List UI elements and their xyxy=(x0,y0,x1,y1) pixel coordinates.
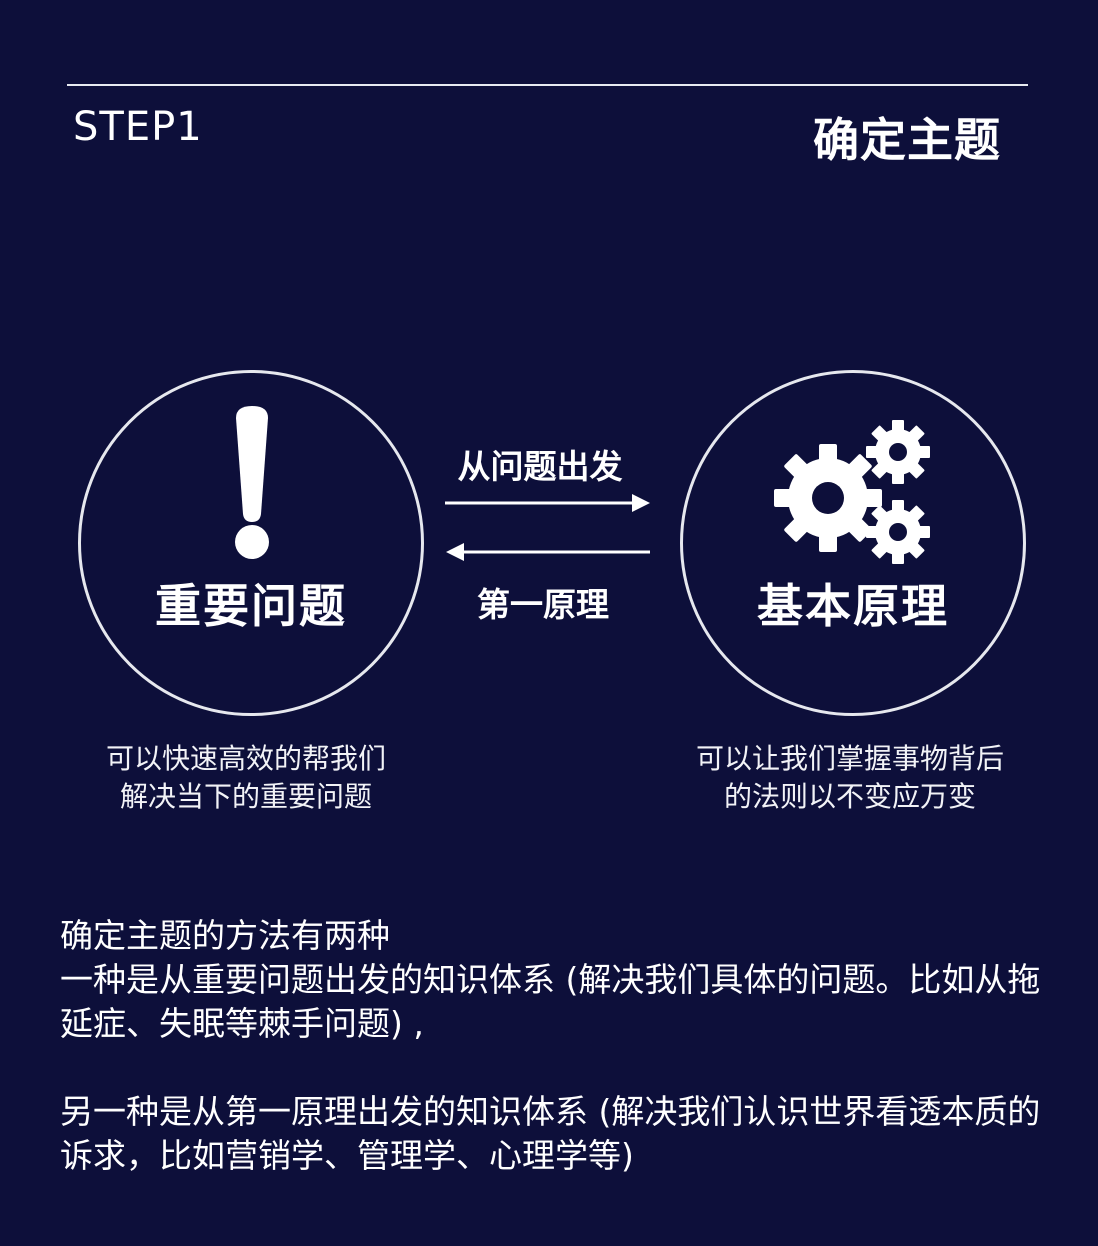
page-title: 确定主题 xyxy=(813,113,1001,167)
left-caption: 可以快速高效的帮我们 解决当下的重要问题 xyxy=(68,740,424,816)
arrow-left-icon xyxy=(446,543,650,561)
body-intro: 确定主题的方法有两种 xyxy=(60,916,390,955)
arrow-back-label: 第一原理 xyxy=(477,585,609,624)
arrow-forward-label: 从问题出发 xyxy=(457,447,623,486)
basic-principle-label: 基本原理 xyxy=(757,579,949,633)
exclamation-icon xyxy=(235,406,269,559)
left-caption-line1: 可以快速高效的帮我们 xyxy=(105,742,386,775)
body-paragraph-2: 另一种是从第一原理出发的知识体系 (解决我们认识世界看透本质的诉求，比如营销学、… xyxy=(60,1092,1041,1175)
right-caption-line2: 的法则以不变应万变 xyxy=(723,780,976,813)
body-text: 确定主题的方法有两种 一种是从重要问题出发的知识体系 (解决我们具体的问题。比如… xyxy=(60,914,1050,1178)
important-problem-label: 重要问题 xyxy=(155,579,347,633)
gears-icon xyxy=(774,420,930,564)
left-caption-line2: 解决当下的重要问题 xyxy=(119,780,372,813)
right-circle xyxy=(680,370,1026,716)
arrow-right-icon xyxy=(445,494,650,512)
right-caption-line1: 可以让我们掌握事物背后 xyxy=(695,742,1004,775)
left-circle xyxy=(78,370,424,716)
bidirectional-arrows xyxy=(445,494,650,561)
body-paragraph-1: 一种是从重要问题出发的知识体系 (解决我们具体的问题。比如从拖延症、失眠等棘手问… xyxy=(60,960,1041,1043)
right-caption: 可以让我们掌握事物背后 的法则以不变应万变 xyxy=(665,740,1035,816)
step-label: STEP1 xyxy=(73,104,203,150)
top-divider xyxy=(67,84,1028,86)
